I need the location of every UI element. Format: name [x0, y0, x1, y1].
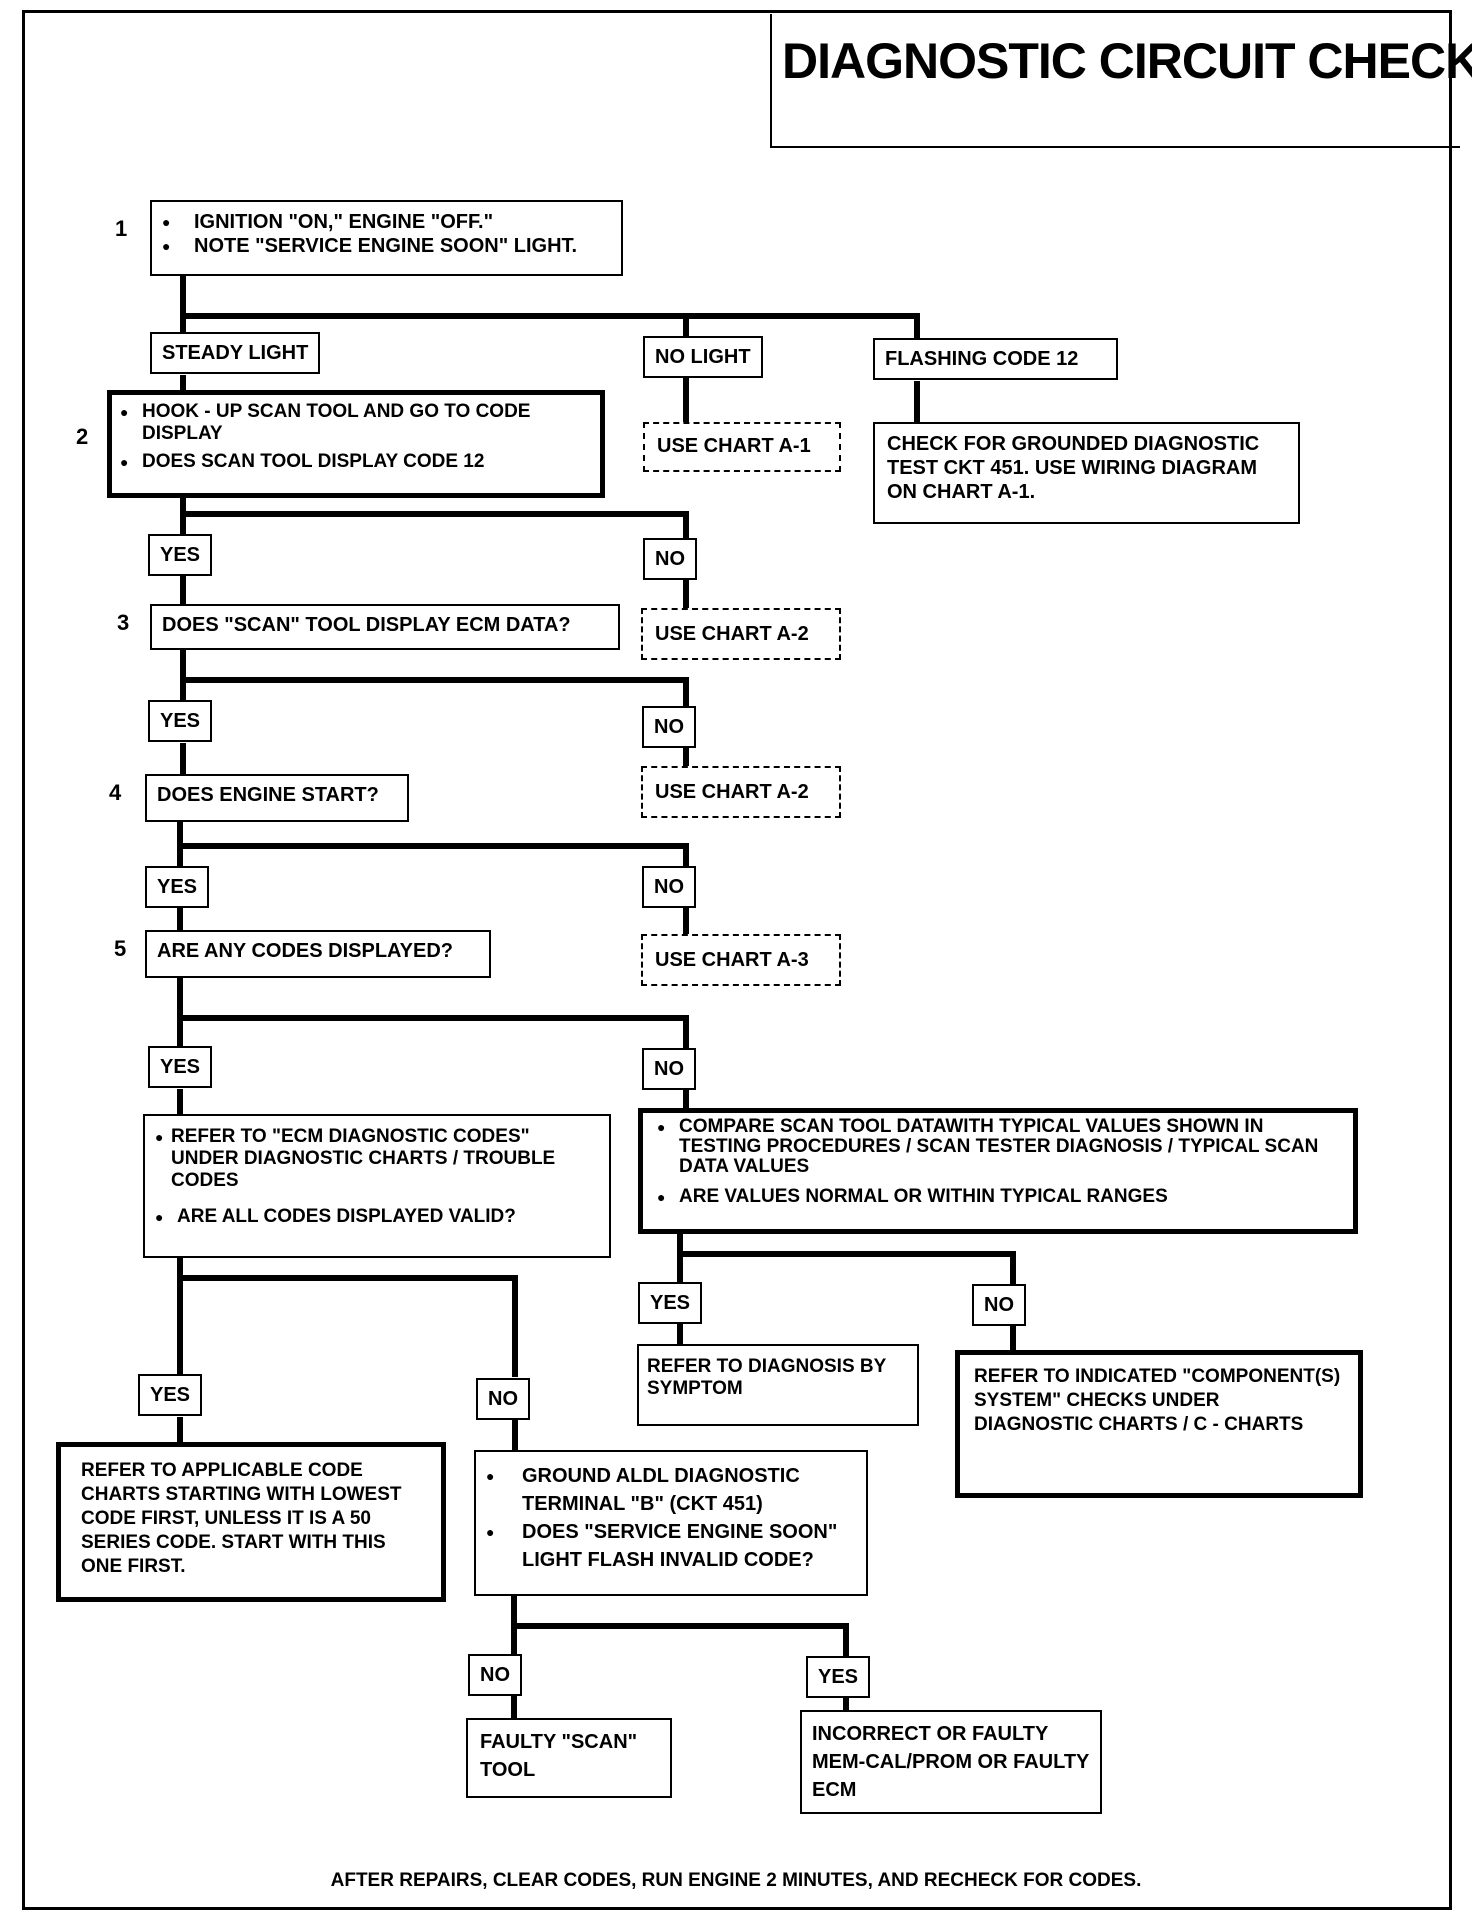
ground-item-1: GROUND ALDL DIAGNOSTIC TERMINAL "B" (CKT…: [486, 1462, 856, 1518]
ground-item-2: DOES "SERVICE ENGINE SOON" LIGHT FLASH I…: [486, 1518, 856, 1574]
steady-light-label: STEADY LIGHT: [150, 332, 321, 374]
codes-item-1: REFER TO "ECM DIAGNOSTIC CODES" UNDER DI…: [155, 1126, 599, 1192]
step-number-1: 1: [115, 216, 128, 241]
step-2-yes-label: YES: [148, 534, 213, 576]
connector-3: [180, 645, 689, 711]
connector-compare: [677, 1231, 1016, 1285]
faulty-scan-box: FAULTY "SCAN" TOOL: [466, 1718, 672, 1798]
step-5-no-label: NO: [642, 1048, 696, 1090]
page-title: DIAGNOSTIC CIRCUIT CHECK: [782, 33, 1472, 89]
step-1-item-2: NOTE "SERVICE ENGINE SOON" LIGHT.: [162, 234, 611, 258]
step-3-box: DOES "SCAN" TOOL DISPLAY ECM DATA?: [150, 604, 620, 650]
ground-yes-label: YES: [806, 1656, 871, 1698]
step-5-yes-label: YES: [148, 1046, 213, 1088]
step-4-yes-label: YES: [145, 866, 210, 908]
step-number-5: 5: [114, 936, 127, 961]
connector-2: [180, 495, 689, 543]
step-3-yes-label: YES: [148, 700, 213, 742]
codes-no-label: NO: [476, 1378, 530, 1420]
flashing-code-12-label: FLASHING CODE 12: [873, 338, 1118, 380]
page-frame: [22, 10, 1452, 1910]
connector-5: [177, 975, 689, 1049]
compare-yes-label: YES: [638, 1282, 703, 1324]
step-4-box: DOES ENGINE START?: [145, 774, 409, 822]
step-5-box: ARE ANY CODES DISPLAYED?: [145, 930, 491, 978]
connector-4: [177, 819, 689, 871]
codes-box: REFER TO "ECM DIAGNOSTIC CODES" UNDER DI…: [143, 1114, 611, 1258]
ground-no-label: NO: [468, 1654, 522, 1696]
step-1-item-1: IGNITION "ON," ENGINE "OFF.": [162, 210, 611, 234]
step-2-no-label: NO: [643, 538, 697, 580]
refer-symptom-box: REFER TO DIAGNOSIS BY SYMPTOM: [637, 1344, 919, 1426]
use-chart-a2-box-2: USE CHART A-2: [641, 766, 841, 818]
compare-no-label: NO: [972, 1284, 1026, 1326]
step-3-no-label: NO: [642, 706, 696, 748]
compare-box: COMPARE SCAN TOOL DATAWITH TYPICAL VALUE…: [638, 1108, 1358, 1234]
compare-item-1: COMPARE SCAN TOOL DATAWITH TYPICAL VALUE…: [657, 1117, 1339, 1177]
refer-component-box: REFER TO INDICATED "COMPONENT(S) SYSTEM"…: [955, 1350, 1363, 1498]
faulty-ecm-box: INCORRECT OR FAULTY MEM-CAL/PROM OR FAUL…: [800, 1710, 1102, 1814]
use-chart-a3-box: USE CHART A-3: [641, 934, 841, 986]
step-1-box: IGNITION "ON," ENGINE "OFF." NOTE "SERVI…: [150, 200, 623, 276]
step-2-item-1: HOOK - UP SCAN TOOL AND GO TO CODE DISPL…: [120, 401, 592, 445]
codes-yes-label: YES: [138, 1374, 203, 1416]
step-2-box: HOOK - UP SCAN TOOL AND GO TO CODE DISPL…: [107, 390, 605, 498]
compare-item-2: ARE VALUES NORMAL OR WITHIN TYPICAL RANG…: [657, 1187, 1339, 1208]
step-number-3: 3: [117, 610, 130, 635]
step-number-4: 4: [109, 780, 122, 805]
codes-item-2: ARE ALL CODES DISPLAYED VALID?: [155, 1206, 599, 1228]
connector-ground: [511, 1593, 849, 1661]
no-light-label: NO LIGHT: [643, 336, 763, 378]
flashing-action-box: CHECK FOR GROUNDED DIAGNOSTIC TEST CKT 4…: [873, 422, 1300, 524]
connector-codes: [177, 1253, 518, 1377]
connector-1: [180, 269, 920, 343]
use-chart-a1-box: USE CHART A-1: [643, 422, 841, 472]
refer-code-charts-box: REFER TO APPLICABLE CODE CHARTS STARTING…: [56, 1442, 446, 1602]
title-box: DIAGNOSTIC CIRCUIT CHECK: [770, 14, 1472, 148]
footer-note: AFTER REPAIRS, CLEAR CODES, RUN ENGINE 2…: [330, 1870, 1142, 1891]
step-2-item-2: DOES SCAN TOOL DISPLAY CODE 12: [120, 451, 592, 473]
step-4-no-label: NO: [642, 866, 696, 908]
use-chart-a2-box-1: USE CHART A-2: [641, 608, 841, 660]
ground-box: GROUND ALDL DIAGNOSTIC TERMINAL "B" (CKT…: [474, 1450, 868, 1596]
step-number-2: 2: [76, 424, 89, 449]
